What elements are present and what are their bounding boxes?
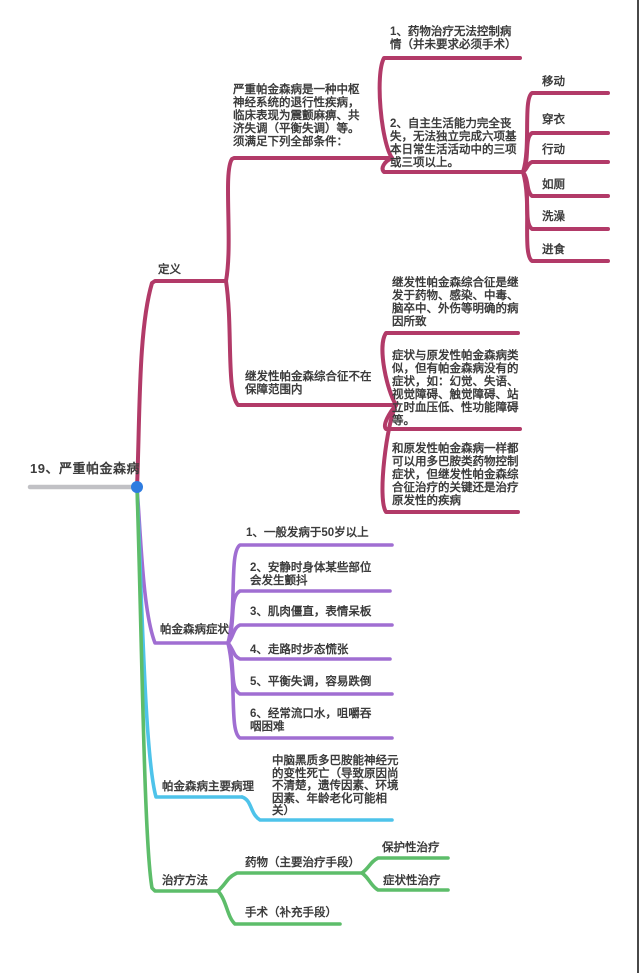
- adl-item-move: 移动: [542, 76, 565, 88]
- treatment-protective-node: 保护性治疗: [382, 842, 440, 854]
- treatment-symptomatic-node: 症状性治疗: [383, 875, 441, 887]
- branch-label-definition: 定义: [158, 264, 181, 276]
- branch-label-symptoms: 帕金森病症状: [160, 624, 229, 636]
- adl-item-mobility: 行动: [542, 144, 565, 156]
- definition-condition-1-node: 1、药物治疗无法控制病情（并未要求必须手术）: [390, 26, 517, 51]
- branch-label-pathology: 帕金森病主要病理: [162, 781, 254, 793]
- pathology-detail-node: 中脑黑质多巴胺能神经元的变性死亡（导致原因尚不清楚，遗传因素、环境因素、年龄老化…: [272, 755, 399, 817]
- definition-exclusion-node: 继发性帕金森综合征不在保障范围内: [245, 371, 372, 396]
- symptom-6-node: 6、经常流口水，咀嚼吞咽困难: [250, 708, 372, 733]
- symptoms-branch-lines: [135, 485, 394, 740]
- branch-label-treatment: 治疗方法: [162, 875, 208, 887]
- definition-overview-node: 严重帕金森病是一种中枢神经系统的退行性疾病，临床表现为震颤麻痹、共济失调（平衡失…: [233, 84, 360, 148]
- definition-branch-lines: [135, 56, 610, 514]
- adl-item-eat: 进食: [542, 244, 565, 256]
- exclusion-note-1-node: 继发性帕金森综合征是继发于药物、感染、中毒、脑卒中、外伤等明确的病因所致: [392, 277, 519, 328]
- adl-item-bathe: 洗澡: [542, 211, 565, 223]
- exclusion-note-3-node: 和原发性帕金森病一样都可以用多巴胺类药物控制症状，但继发性帕金森综合征治疗的关键…: [392, 443, 519, 507]
- root-topic: 19、严重帕金森病: [30, 461, 140, 476]
- treatment-branch-lines: [135, 485, 450, 926]
- root-collapse-dot-icon: [131, 481, 143, 493]
- symptom-1-node: 1、一般发病于50岁以上: [246, 527, 369, 539]
- symptom-3-node: 3、肌肉僵直，表情呆板: [250, 606, 372, 618]
- adl-item-dress: 穿衣: [542, 114, 565, 126]
- definition-condition-2-node: 2、自主生活能力完全丧失，无法独立完成六项基本日常生活活动中的三项或三项以上。: [390, 118, 517, 169]
- adl-item-toilet: 如厕: [542, 179, 565, 191]
- treatment-drug-node: 药物（主要治疗手段）: [245, 857, 360, 869]
- symptom-5-node: 5、平衡失调，容易跌倒: [250, 676, 372, 688]
- symptom-4-node: 4、走路时步态慌张: [250, 644, 349, 656]
- treatment-surgery-node: 手术（补充手段）: [245, 907, 337, 919]
- exclusion-note-2-node: 症状与原发性帕金森病类似，但有帕金森病没有的症状，如：幻觉、失语、视觉障碍、触觉…: [392, 350, 519, 427]
- symptom-2-node: 2、安静时身体某些部位会发生颤抖: [250, 562, 372, 587]
